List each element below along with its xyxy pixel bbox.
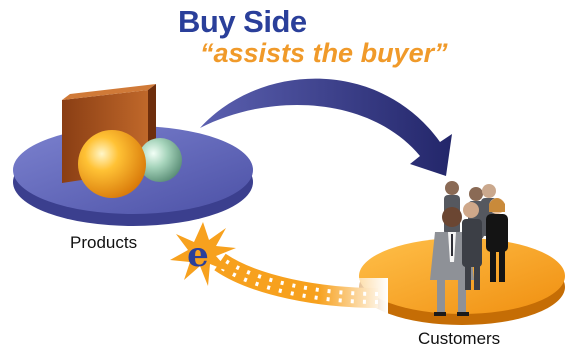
e-badge-icon: e <box>170 222 236 286</box>
products-label: Products <box>70 233 138 252</box>
customers-label: Customers <box>418 329 501 348</box>
diagram-subtitle: “assists the buyer” <box>200 38 448 68</box>
green-sphere-icon <box>138 138 182 182</box>
arrow-to-products-icon <box>214 253 388 314</box>
diagram-title: Buy Side <box>178 4 307 39</box>
e-badge-letter: e <box>187 235 209 275</box>
customers-group-icon <box>430 181 508 316</box>
arrow-to-customers-icon <box>200 78 452 176</box>
orange-sphere-icon <box>78 130 146 198</box>
